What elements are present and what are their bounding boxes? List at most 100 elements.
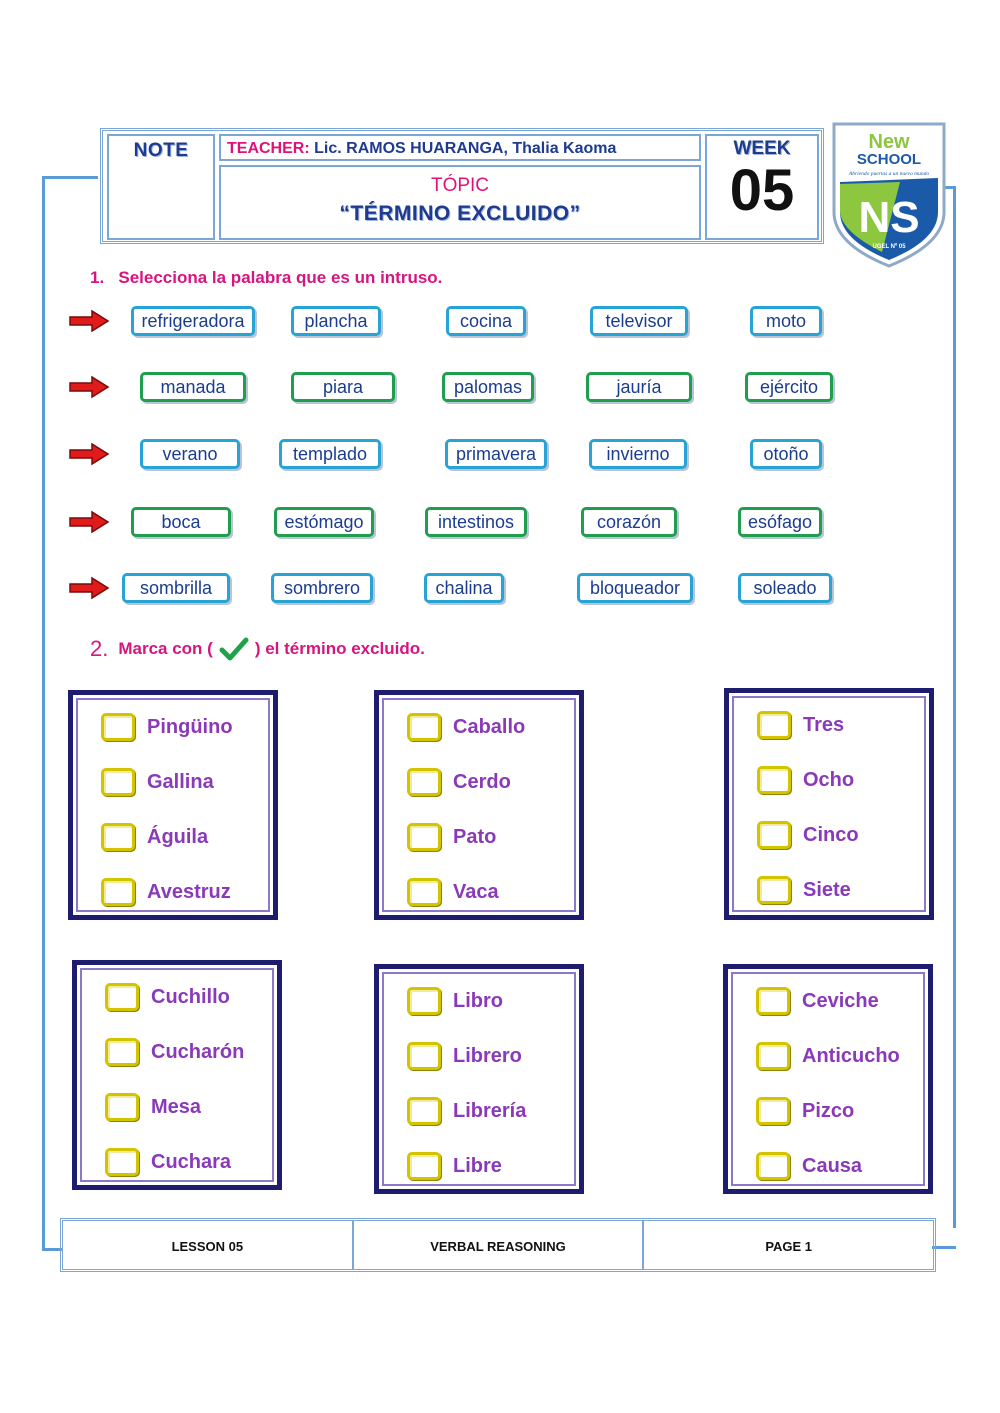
topic-label: TÓPIC: [430, 175, 490, 196]
word-option[interactable]: plancha: [291, 306, 381, 336]
word-option[interactable]: ejército: [745, 372, 833, 402]
logo-new-text: New: [868, 131, 910, 153]
word-option[interactable]: moto: [750, 306, 822, 336]
checkbox-option[interactable]: Tres: [757, 711, 844, 739]
checkbox-option[interactable]: Pizco: [756, 1097, 854, 1125]
checkbox-label: Cinco: [803, 823, 859, 846]
checkbox-label: Gallina: [147, 770, 214, 793]
checkbox[interactable]: [407, 713, 441, 741]
week-label: WEEK: [733, 138, 791, 159]
checkbox[interactable]: [407, 878, 441, 906]
checkbox-option[interactable]: Pingüino: [101, 713, 233, 741]
checkbox-label: Pizco: [802, 1099, 855, 1122]
word-option[interactable]: primavera: [445, 439, 547, 469]
logo-slogan: Abriendo puertas a un nuevo mundo: [848, 171, 929, 177]
checkbox[interactable]: [757, 766, 791, 794]
checkbox[interactable]: [101, 823, 135, 851]
page-frame-bottom-right: [932, 1246, 956, 1249]
checkbox-label: Tres: [803, 713, 845, 736]
checkbox-option[interactable]: Siete: [757, 876, 851, 904]
checkbox-option[interactable]: Cerdo: [407, 768, 511, 796]
checkbox-label: Librero: [453, 1044, 522, 1067]
checkbox-option[interactable]: Mesa: [105, 1093, 201, 1121]
word-option[interactable]: chalina: [424, 573, 504, 603]
footer-page: PAGE 1: [642, 1221, 933, 1269]
word-option[interactable]: palomas: [442, 372, 534, 402]
checkbox-option[interactable]: Ceviche: [756, 987, 879, 1015]
checkbox[interactable]: [407, 987, 441, 1015]
checkbox-option[interactable]: Causa: [756, 1152, 862, 1180]
word-option[interactable]: cocina: [446, 306, 526, 336]
word-option[interactable]: estómago: [274, 507, 374, 537]
checkbox[interactable]: [105, 1148, 139, 1176]
checkbox-option[interactable]: Cinco: [757, 821, 859, 849]
word-option[interactable]: templado: [279, 439, 381, 469]
word-option[interactable]: televisor: [590, 306, 688, 336]
checkbox-option[interactable]: Librería: [407, 1097, 526, 1125]
checkbox-label: Caballo: [453, 715, 526, 738]
checkbox[interactable]: [407, 1152, 441, 1180]
checkbox[interactable]: [756, 1097, 790, 1125]
red-arrow-icon: [69, 309, 110, 333]
checkbox[interactable]: [101, 878, 135, 906]
checkbox-label: Cuchara: [151, 1150, 232, 1173]
checkbox-option[interactable]: Vaca: [407, 878, 499, 906]
checkbox[interactable]: [757, 711, 791, 739]
page-frame-top-left: [42, 176, 98, 179]
checkbox[interactable]: [756, 987, 790, 1015]
checkbox[interactable]: [101, 713, 135, 741]
checkbox[interactable]: [105, 983, 139, 1011]
checkbox-option[interactable]: Libre: [407, 1152, 502, 1180]
checkbox[interactable]: [105, 1038, 139, 1066]
checkbox-option[interactable]: Cucharón: [105, 1038, 244, 1066]
checkbox[interactable]: [756, 1042, 790, 1070]
checkbox-option[interactable]: Cuchara: [105, 1148, 231, 1176]
topic-cell: TÓPIC “TÉRMINO EXCLUIDO”: [219, 165, 701, 240]
checkbox-option[interactable]: Gallina: [101, 768, 214, 796]
word-option[interactable]: intestinos: [425, 507, 527, 537]
word-option[interactable]: invierno: [589, 439, 687, 469]
word-option[interactable]: verano: [140, 439, 240, 469]
word-option[interactable]: otoño: [750, 439, 822, 469]
checkbox-option[interactable]: Águila: [101, 823, 208, 851]
word-option[interactable]: manada: [140, 372, 246, 402]
checkbox-option[interactable]: Pato: [407, 823, 496, 851]
checkbox[interactable]: [756, 1152, 790, 1180]
word-option[interactable]: sombrilla: [122, 573, 230, 603]
checkbox-option[interactable]: Ocho: [757, 766, 854, 794]
checkbox[interactable]: [105, 1093, 139, 1121]
checkbox-option[interactable]: Librero: [407, 1042, 522, 1070]
word-option[interactable]: refrigeradora: [131, 306, 255, 336]
checkbox-label: Vaca: [453, 880, 499, 903]
checkbox[interactable]: [757, 821, 791, 849]
footer-lesson: LESSON 05: [171, 1239, 244, 1254]
note-cell: NOTE: [107, 134, 215, 240]
checkbox-label: Siete: [803, 878, 851, 901]
word-option[interactable]: boca: [131, 507, 231, 537]
word-option[interactable]: sombrero: [271, 573, 373, 603]
word-option[interactable]: corazón: [581, 507, 677, 537]
checkbox[interactable]: [407, 768, 441, 796]
checkbox-option[interactable]: Cuchillo: [105, 983, 230, 1011]
checkbox[interactable]: [757, 876, 791, 904]
word-option[interactable]: esófago: [738, 507, 822, 537]
checkbox[interactable]: [407, 1042, 441, 1070]
checkbox-option[interactable]: Libro: [407, 987, 503, 1015]
checkbox[interactable]: [407, 823, 441, 851]
word-option[interactable]: bloqueador: [577, 573, 693, 603]
checkbox-option[interactable]: Caballo: [407, 713, 525, 741]
question-1-text: Selecciona la palabra que es un intruso.: [118, 268, 443, 287]
checkbox-label: Libre: [453, 1154, 502, 1177]
checkbox-option[interactable]: Anticucho: [756, 1042, 900, 1070]
checkbox-option[interactable]: Avestruz: [101, 878, 231, 906]
teacher-cell: TEACHER: Lic. RAMOS HUARANGA, Thalia Kao…: [219, 134, 701, 161]
checkbox[interactable]: [407, 1097, 441, 1125]
word-option[interactable]: piara: [291, 372, 395, 402]
word-option[interactable]: jauría: [586, 372, 692, 402]
word-option[interactable]: soleado: [738, 573, 832, 603]
checkbox[interactable]: [101, 768, 135, 796]
week-cell: WEEK 05: [705, 134, 819, 240]
